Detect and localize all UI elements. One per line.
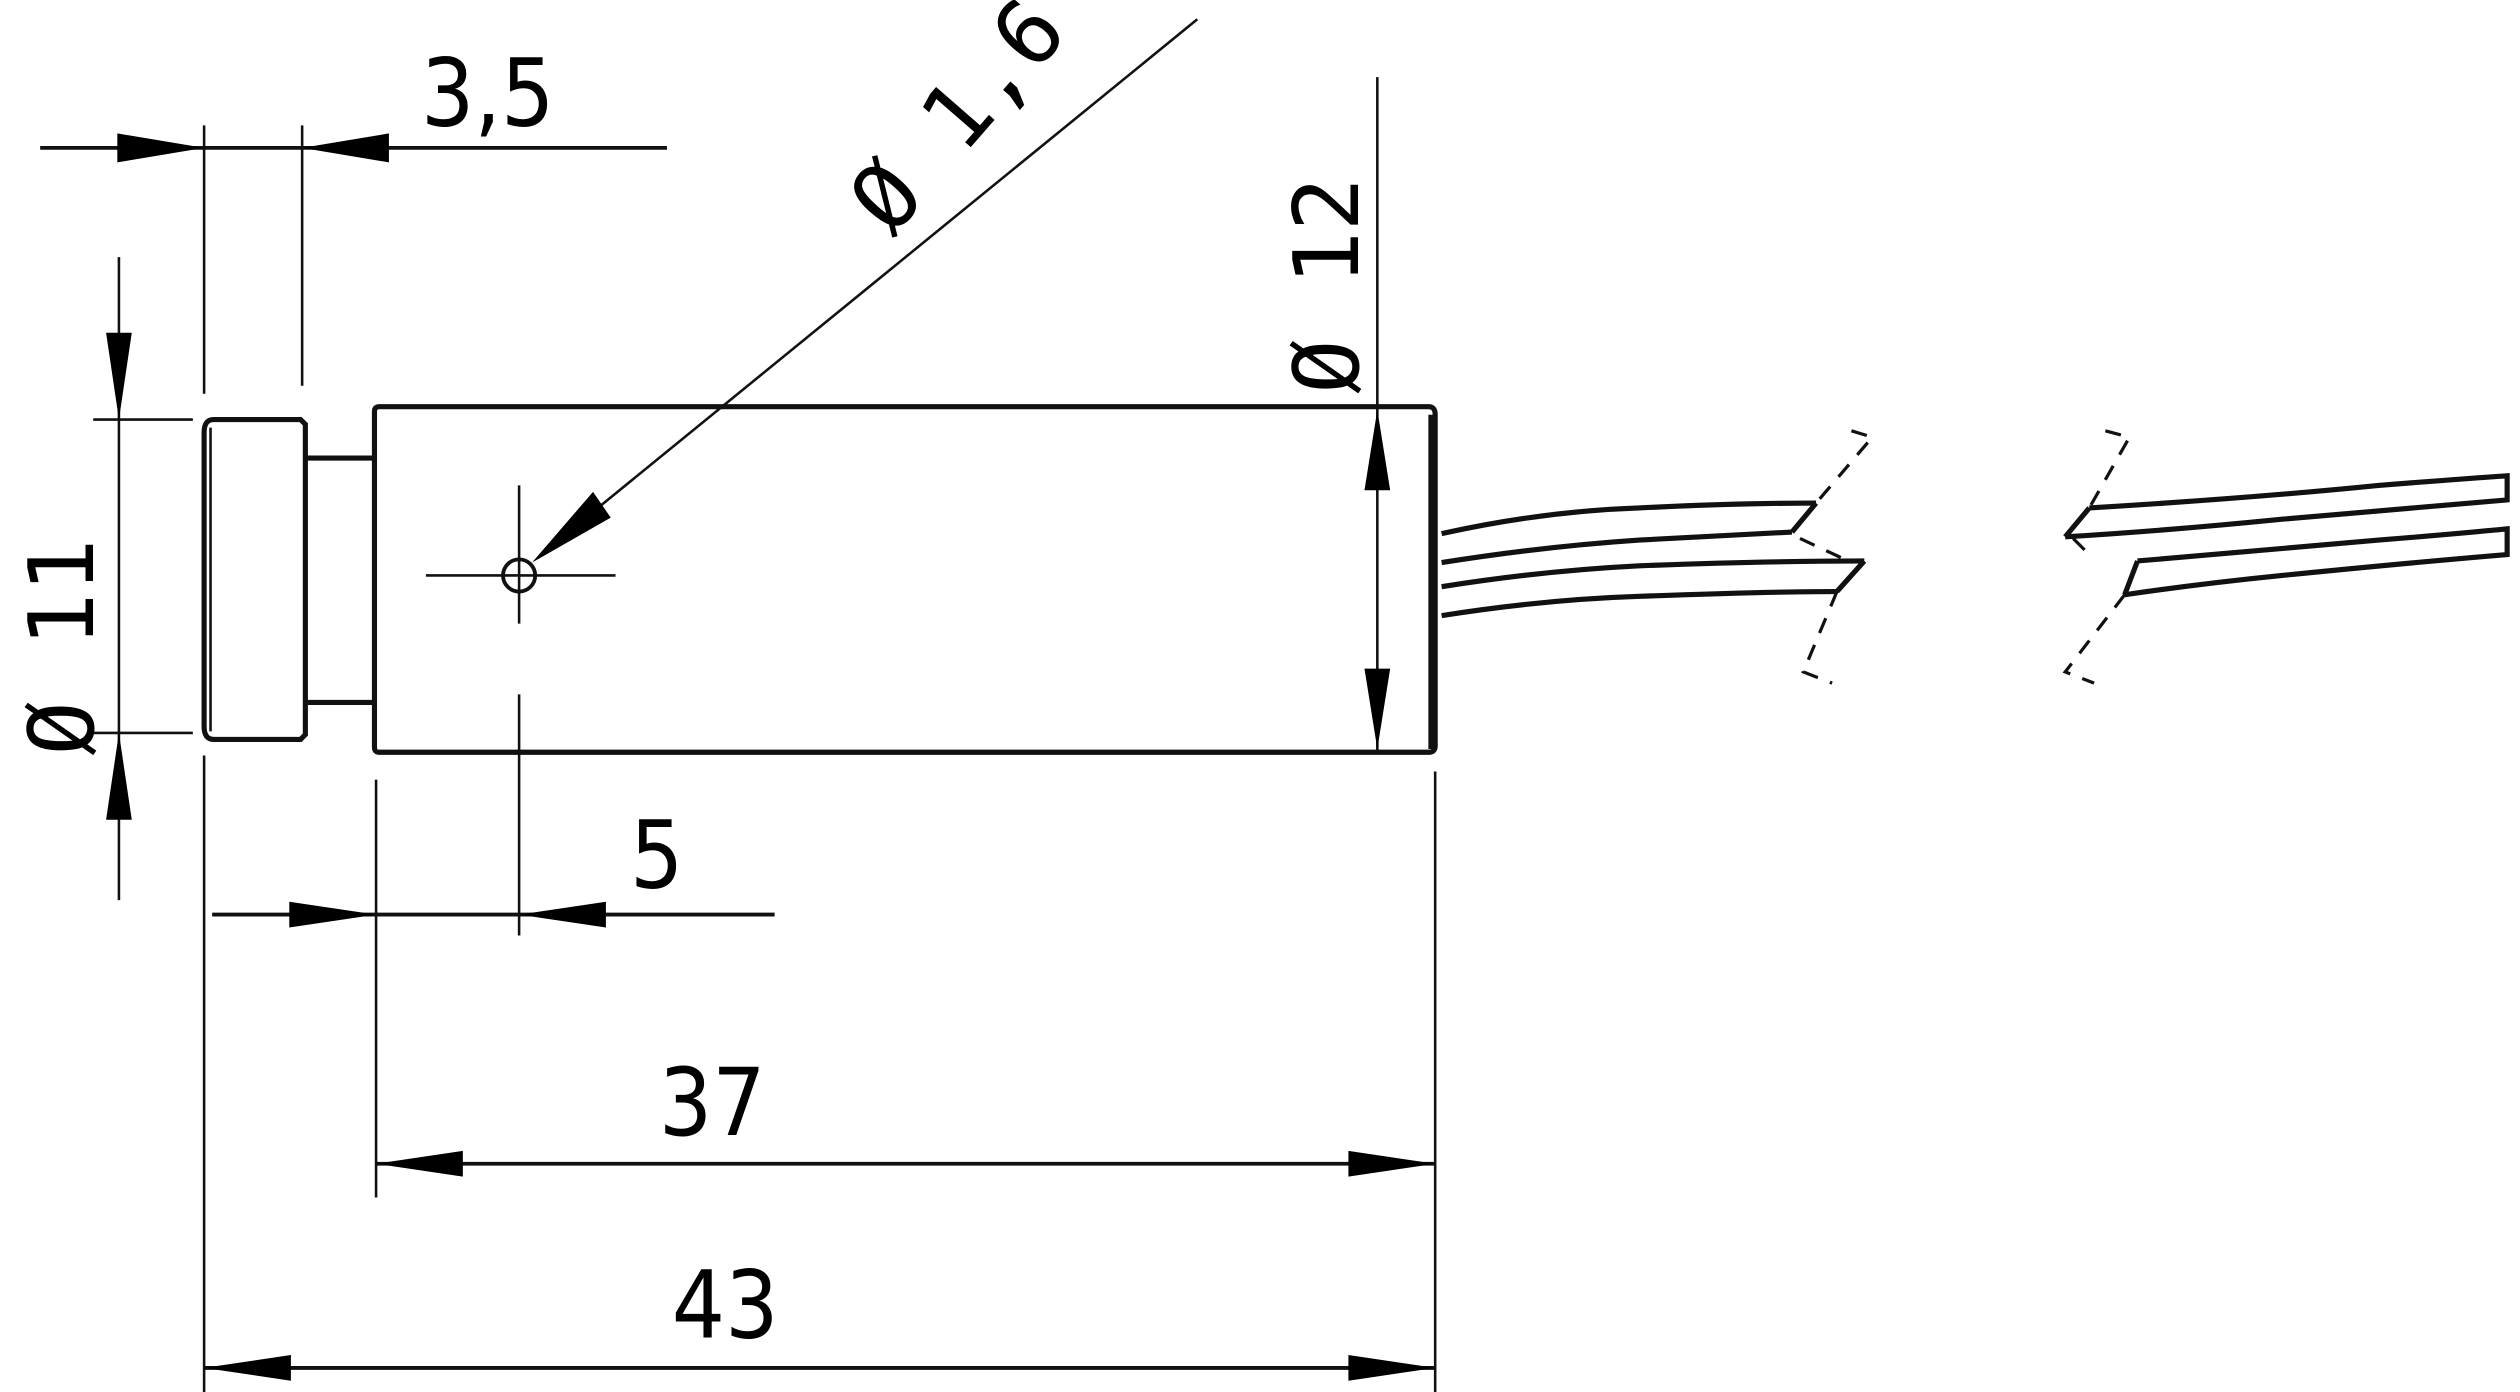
- dim-label-body-diameter: Ø 12: [1275, 177, 1380, 394]
- dim-label-cap-diameter: Ø 11: [10, 539, 115, 756]
- arrow-icon: [531, 491, 611, 563]
- arrow-icon: [204, 1355, 291, 1381]
- arrow-icon: [106, 332, 132, 420]
- break-mark-right-bottom: [2062, 593, 2126, 685]
- arrow-icon: [289, 901, 377, 928]
- dim-label-body-length: 37: [659, 1048, 766, 1157]
- arrow-icon: [1364, 409, 1391, 491]
- break-mark-right-mid: [2072, 537, 2091, 556]
- wire-2-cut: [1835, 559, 1867, 594]
- dimension-overall-length: 43: [202, 755, 1436, 1392]
- dim-label-cap-length: 3,5: [421, 38, 554, 147]
- dimension-aperture-diameter: Ø 1,6: [531, 0, 1199, 563]
- dim-label-overall-length: 43: [672, 1250, 779, 1359]
- dimension-body-diameter: Ø 12: [1275, 77, 1391, 753]
- front-cap: [201, 416, 308, 742]
- wire-1-right-cut: [2063, 506, 2092, 539]
- dim-label-aperture-offset: 5: [630, 800, 683, 909]
- aperture: [425, 485, 616, 936]
- wire-1-cut: [1789, 501, 1819, 534]
- break-mark-left-top: [1814, 429, 1876, 505]
- dimension-body-length: 37: [376, 771, 1437, 1392]
- wire-2-right-cut: [2122, 560, 2140, 596]
- wire-2-bottom: [1441, 588, 1837, 619]
- arrow-icon: [302, 133, 389, 163]
- wire-1-bottom: [1441, 529, 1793, 566]
- cable-wires: [1441, 429, 2510, 685]
- dimension-aperture-offset: 5: [212, 779, 775, 1198]
- break-mark-left-bottom: [1801, 590, 1839, 685]
- dimension-cap-length: 3,5: [40, 38, 667, 394]
- arrow-icon: [376, 1150, 463, 1177]
- arrow-icon: [1348, 1355, 1436, 1381]
- break-mark-right-top: [2087, 429, 2132, 509]
- arrow-icon: [117, 133, 205, 163]
- dimension-cap-diameter: Ø 11: [10, 257, 193, 901]
- arrow-icon: [1364, 668, 1391, 750]
- wire-1-top: [1441, 500, 1817, 537]
- arrow-icon: [519, 901, 606, 928]
- wire-2-right: [2124, 525, 2510, 598]
- arrow-icon: [106, 732, 132, 820]
- leader-line: [553, 18, 1199, 545]
- break-mark-left-mid: [1799, 537, 1849, 563]
- wire-2-top: [1441, 558, 1865, 590]
- wire-1-right: [2065, 473, 2510, 540]
- part-outline: [201, 404, 1438, 755]
- arrow-icon: [1348, 1150, 1436, 1177]
